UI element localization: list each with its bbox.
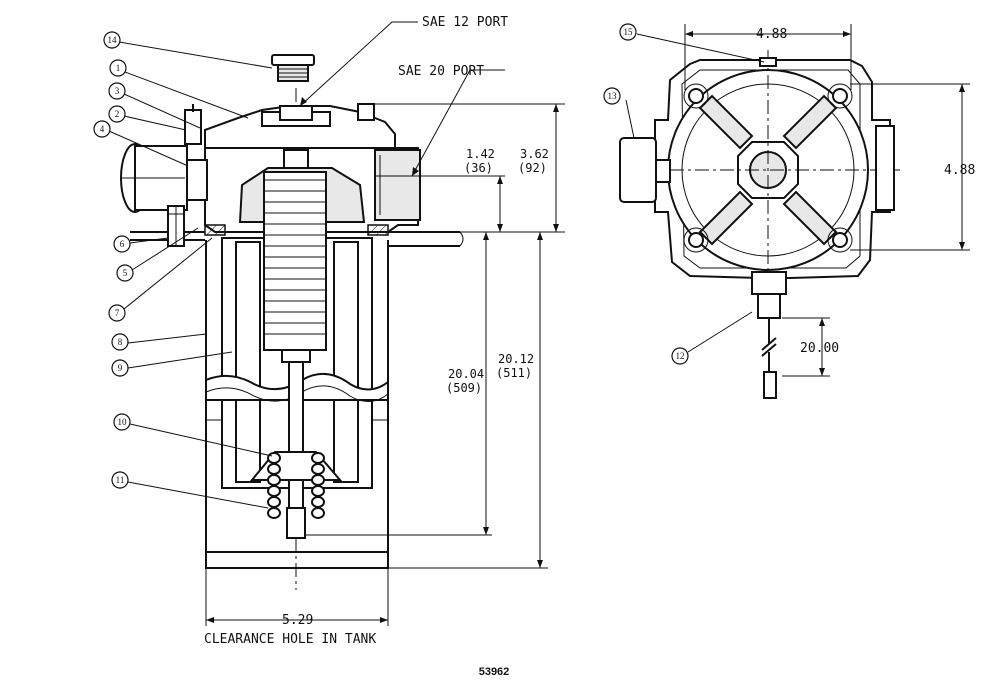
svg-text:1: 1	[116, 63, 121, 73]
spring-coil	[267, 485, 281, 497]
svg-text:10: 10	[118, 417, 128, 427]
spring-coil	[311, 452, 325, 464]
dim-4-88-top: 4.88	[756, 27, 787, 42]
callout-9: 9	[111, 359, 129, 377]
center-rod	[286, 361, 306, 539]
electrical-switch	[751, 271, 787, 399]
svg-text:7: 7	[115, 308, 120, 318]
dimension-labels: SAE 12 PORT SAE 20 PORT 1.42 (36) 3.62 (…	[204, 15, 975, 678]
bolt-holes	[683, 83, 853, 253]
callout-4: 4	[93, 120, 111, 138]
callout-14: 14	[103, 31, 121, 49]
dim-20-00: 20.00	[800, 341, 839, 356]
callout-8: 8	[111, 333, 129, 351]
dim-20-12: 20.12	[498, 352, 534, 366]
svg-text:5: 5	[123, 268, 128, 278]
svg-text:15: 15	[624, 27, 634, 37]
clearance-note: CLEARANCE HOLE IN TANK	[204, 632, 376, 647]
svg-text:6: 6	[120, 239, 125, 249]
spring-coil	[311, 507, 325, 519]
dim-3-62: 3.62	[520, 147, 549, 161]
spring-coil	[267, 463, 281, 475]
filler-cap	[271, 54, 315, 82]
drawing-number: 53962	[479, 666, 510, 678]
side-section-view	[120, 21, 565, 626]
dim-5-29: 5.29	[282, 613, 313, 628]
callout-10: 10	[113, 413, 131, 431]
callout-1: 1	[109, 59, 127, 77]
callout-6: 6	[113, 235, 131, 253]
sae20-port-label: SAE 20 PORT	[398, 64, 484, 79]
pleated-cartridge	[263, 149, 327, 363]
callout-11: 11	[111, 471, 129, 489]
dim-4-88-side: 4.88	[944, 163, 975, 178]
svg-text:8: 8	[118, 337, 123, 347]
svg-text:4: 4	[100, 124, 105, 134]
dim-20-12-mm: (511)	[496, 366, 532, 380]
dim-1-42: 1.42	[466, 147, 495, 161]
svg-text:2: 2	[115, 109, 120, 119]
callout-15: 15	[619, 23, 637, 41]
svg-text:11: 11	[116, 475, 125, 485]
port-leaders	[299, 21, 505, 177]
dim-1-42-mm: (36)	[464, 161, 493, 175]
svg-text:13: 13	[608, 91, 618, 101]
dim-20-04-mm: (509)	[446, 381, 482, 395]
spring-coil	[267, 452, 281, 464]
callout-5: 5	[116, 264, 134, 282]
cross-ribs	[698, 94, 838, 246]
bypass-spring	[249, 451, 343, 519]
top-view	[619, 24, 970, 399]
dimension-lines	[205, 103, 565, 626]
callout-7: 7	[108, 304, 126, 322]
callout-3: 3	[108, 82, 126, 100]
callout-leaders	[108, 33, 765, 509]
spring-coil	[311, 463, 325, 475]
callout-13: 13	[603, 87, 621, 105]
svg-text:12: 12	[676, 351, 685, 361]
svg-text:9: 9	[118, 363, 123, 373]
spring-coil	[267, 507, 281, 519]
callout-12: 12	[671, 347, 689, 365]
sae12-port-label: SAE 12 PORT	[422, 15, 508, 30]
svg-text:14: 14	[108, 35, 118, 45]
dim-20-04: 20.04	[448, 367, 484, 381]
spring-coil	[311, 474, 325, 486]
tank-top	[130, 205, 464, 247]
spring-coil	[267, 496, 281, 508]
dim-3-62-mm: (92)	[518, 161, 547, 175]
spring-coil	[311, 496, 325, 508]
callout-bubbles: 14 1 3 2 4 6 5 7 8 9 10 11 12 13 15	[93, 23, 689, 489]
svg-text:3: 3	[115, 86, 120, 96]
spring-coil	[267, 474, 281, 486]
spring-coil	[311, 485, 325, 497]
callout-2: 2	[108, 105, 126, 123]
